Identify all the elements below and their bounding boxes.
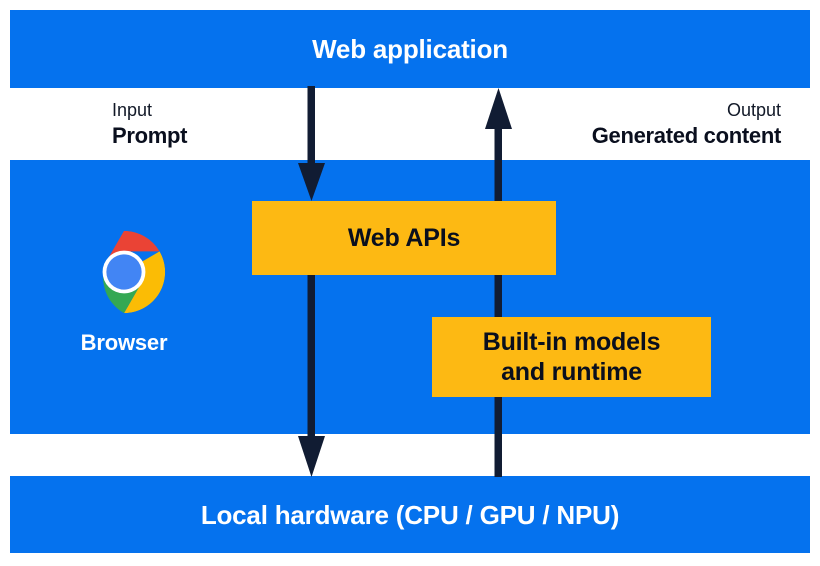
band-local-hardware: Local hardware (CPU / GPU / NPU) [10, 476, 810, 553]
flow-label-output-kicker: Output [726, 100, 781, 120]
band-web-application-label: Web application [312, 34, 508, 64]
browser-block: Browser [54, 230, 194, 354]
band-web-application: Web application [10, 10, 810, 88]
flow-label-input: Input Prompt [112, 99, 188, 150]
flow-label-input-kicker: Input [112, 100, 153, 120]
box-builtin-models-line2: and runtime [501, 358, 642, 386]
box-web-apis[interactable]: Web APIs [252, 201, 556, 275]
flow-label-output: Output Generated content [591, 99, 782, 150]
band-browser-label: Browser [80, 330, 168, 355]
box-builtin-models-label: Built-in models and runtime [483, 327, 661, 388]
box-builtin-models-line1: Built-in models [482, 327, 661, 356]
band-local-hardware-label: Local hardware (CPU / GPU / NPU) [200, 499, 620, 530]
flow-label-input-value: Prompt [112, 123, 188, 149]
chrome-logo-icon [102, 230, 166, 314]
flow-label-output-value: Generated content [591, 123, 782, 149]
box-web-apis-label: Web APIs [347, 223, 461, 252]
box-builtin-models[interactable]: Built-in models and runtime [432, 317, 711, 397]
